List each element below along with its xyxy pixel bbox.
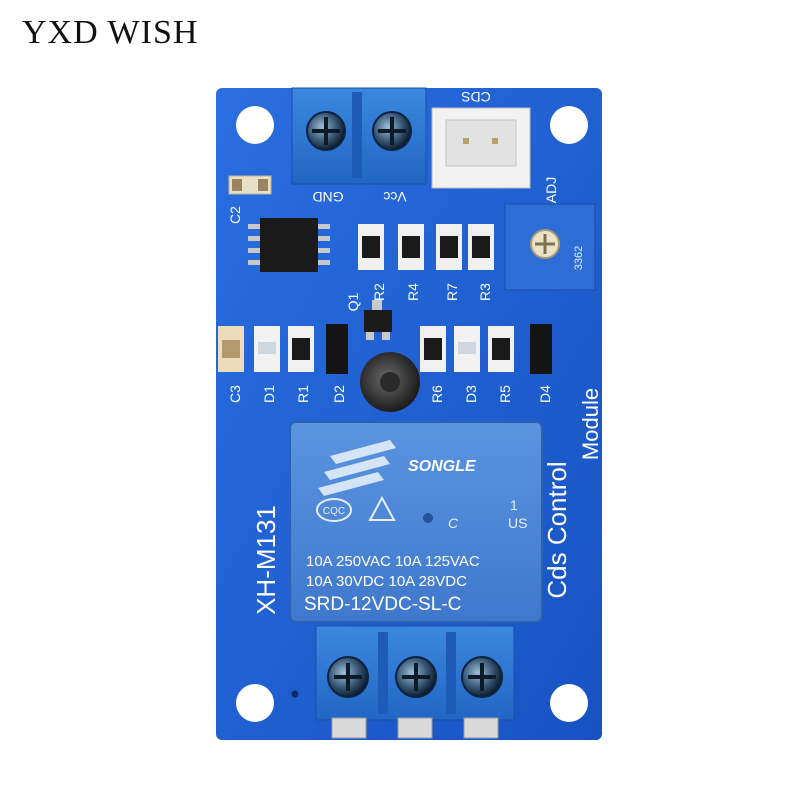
relay-model: SRD-12VDC-SL-C: [304, 594, 461, 615]
label-r2: R2: [371, 283, 387, 301]
label-vcc: Vcc: [383, 189, 406, 205]
resistors-top-row: [358, 224, 494, 270]
relay: SONGLE CQC C 1 US 10A 250VAC 10A 125VAC …: [289, 421, 543, 623]
relay-rating-1: 10A 250VAC 10A 125VAC: [306, 553, 480, 570]
label-gnd: GND: [312, 189, 343, 205]
relay-brand: SONGLE: [408, 458, 477, 475]
label-r1: R1: [295, 385, 311, 403]
relay-ul-1: 1: [510, 497, 518, 513]
pot-code: 3362: [573, 246, 585, 270]
mount-hole-top-left: [236, 106, 274, 144]
relay-cqc: CQC: [323, 506, 345, 517]
photoresistor: [360, 352, 420, 412]
relay-ul-c: C: [448, 515, 459, 531]
label-r7: R7: [444, 283, 460, 301]
label-d3: D3: [463, 385, 479, 403]
mount-hole-top-right: [550, 106, 588, 144]
module-title-line1: Cds Control: [542, 461, 572, 598]
label-r4: R4: [405, 283, 421, 301]
module-title-line2: Module: [578, 388, 603, 460]
label-d4: D4: [537, 385, 553, 403]
terminal-block-bottom: [315, 625, 515, 739]
label-cds: CDS: [461, 89, 491, 105]
model-label: XH-M131: [251, 505, 281, 615]
label-c3: C3: [227, 385, 243, 403]
label-d1: D1: [261, 385, 277, 403]
transistor-q1: [364, 300, 392, 340]
brand-watermark: YXD WISH: [22, 14, 199, 51]
mount-hole-bottom-left: [236, 684, 274, 722]
cds-connector: [431, 107, 531, 189]
label-d2: D2: [331, 385, 347, 403]
terminal-block-top: [291, 87, 427, 185]
ic-chip: [248, 218, 330, 272]
label-c2: C2: [227, 206, 243, 224]
potentiometer-adj: 3362: [504, 203, 596, 291]
mount-hole-bottom-right: [550, 684, 588, 722]
relay-rating-2: 10A 30VDC 10A 28VDC: [306, 573, 467, 590]
relay-ul-us: US: [508, 515, 527, 531]
label-adj: ADJ: [543, 177, 559, 203]
label-q1: Q1: [345, 292, 361, 311]
label-r6: R6: [429, 385, 445, 403]
label-r5: R5: [497, 385, 513, 403]
label-r3: R3: [477, 283, 493, 301]
components-middle-row: [218, 324, 552, 374]
